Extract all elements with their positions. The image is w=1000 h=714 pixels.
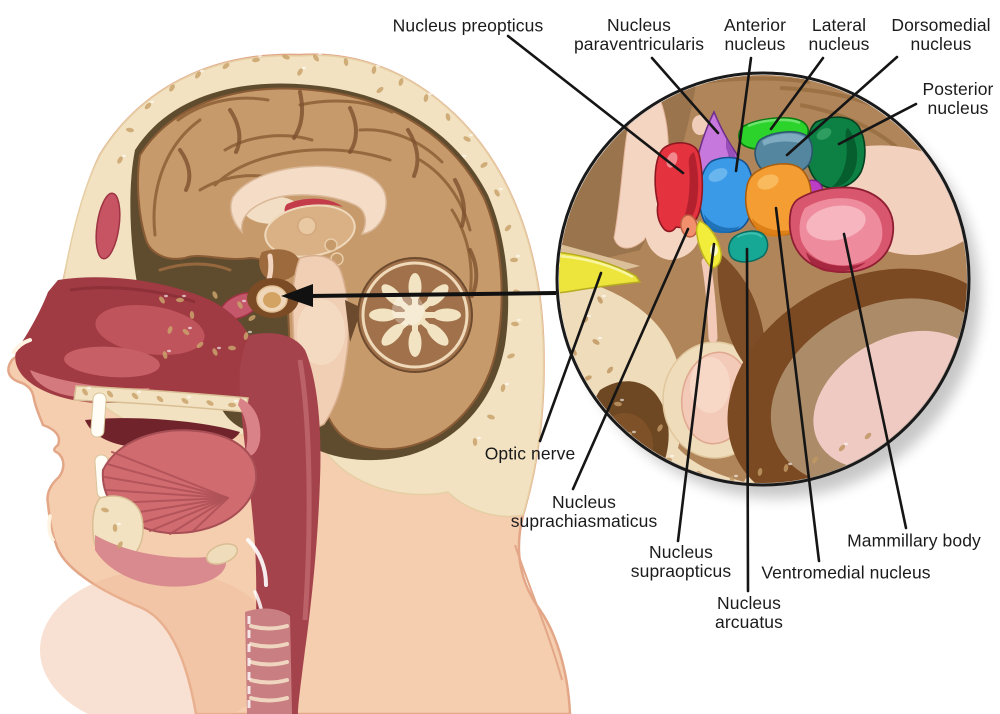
- leader-nucleus-supraopticus: [676, 242, 716, 543]
- tongue-striations: [104, 451, 229, 535]
- leader-ventromedial-nucleus: [774, 206, 821, 563]
- pharynx-highlight: [297, 359, 312, 621]
- leader-posterior-nucleus: [837, 102, 918, 146]
- leader-anterior-nucleus: [734, 56, 753, 173]
- hyoid-bone: [205, 543, 239, 565]
- optic-nerve-highlight: [559, 254, 634, 279]
- arcuatus-highlight: [736, 232, 763, 238]
- optic-nerve-shape: [559, 251, 642, 294]
- nasal-concha-lower: [64, 346, 160, 378]
- upper-incisor: [90, 392, 107, 438]
- leader-nucleus-suprachiasmaticus: [571, 227, 690, 491]
- interthalamic-adhesion: [297, 216, 317, 236]
- cerebellum: [357, 257, 473, 373]
- posterior-shade: [832, 128, 858, 187]
- anterior-shade: [704, 214, 740, 234]
- arrow-head-icon: [281, 284, 313, 307]
- frontal-sinus: [95, 192, 121, 260]
- leader-nucleus-paraventricularis: [650, 56, 720, 135]
- head-illustration: [7, 52, 572, 714]
- posterior-highlight: [816, 128, 832, 140]
- neck-shading: [40, 570, 280, 714]
- pituitary-gland-core: [263, 292, 281, 308]
- mouth-floor-muscle: [95, 535, 227, 587]
- epiglottis: [246, 538, 268, 587]
- leader-dorsomedial-nucleus: [785, 55, 899, 157]
- leader-lines: [506, 34, 918, 593]
- anterior-commissure: [692, 115, 708, 135]
- nasal-concha-upper: [95, 305, 205, 355]
- gyri-pattern: [152, 96, 473, 357]
- pons: [297, 299, 345, 365]
- leader-mammillary-body: [842, 232, 908, 530]
- ventromedial-shade: [752, 218, 797, 237]
- chin-highlight: [47, 514, 55, 542]
- fornix-column: [613, 77, 669, 249]
- leader-optic-nerve: [538, 271, 603, 443]
- leader-lateral-nucleus: [769, 56, 825, 131]
- magnifier-ring: [555, 71, 971, 487]
- nose-highlight: [12, 338, 32, 354]
- dorsomedial-highlight: [762, 133, 805, 146]
- pituitary-stalk-inset: [701, 257, 718, 343]
- anterior-highlight: [708, 168, 728, 182]
- trachea-rings: [249, 624, 289, 703]
- sphenoid-sinus-inner: [597, 413, 653, 477]
- ventromedial-highlight: [757, 174, 779, 190]
- leader-nucleus-preopticus: [506, 34, 685, 175]
- nucleus-suprachiasmaticus-shape: [680, 214, 698, 238]
- leader-nucleus-arcuatus: [745, 247, 750, 593]
- tectum-bump: [324, 238, 338, 252]
- trachea: [245, 608, 292, 714]
- nasal-fold-line: [69, 286, 196, 304]
- shoulder-contour: [514, 544, 563, 681]
- soft-palate: [238, 398, 261, 457]
- pituitary-highlight: [690, 357, 730, 413]
- magnifier-arrow: [281, 284, 557, 307]
- face-bone-speckles: [82, 291, 256, 549]
- arrow-shaft: [308, 291, 557, 298]
- nucleus-arcuatus-shape: [728, 230, 769, 263]
- mammillary-highlight: [806, 205, 866, 241]
- corpus-callosum: [230, 165, 387, 235]
- lateral-ventricle: [284, 198, 343, 221]
- preopticus-shade: [680, 152, 699, 225]
